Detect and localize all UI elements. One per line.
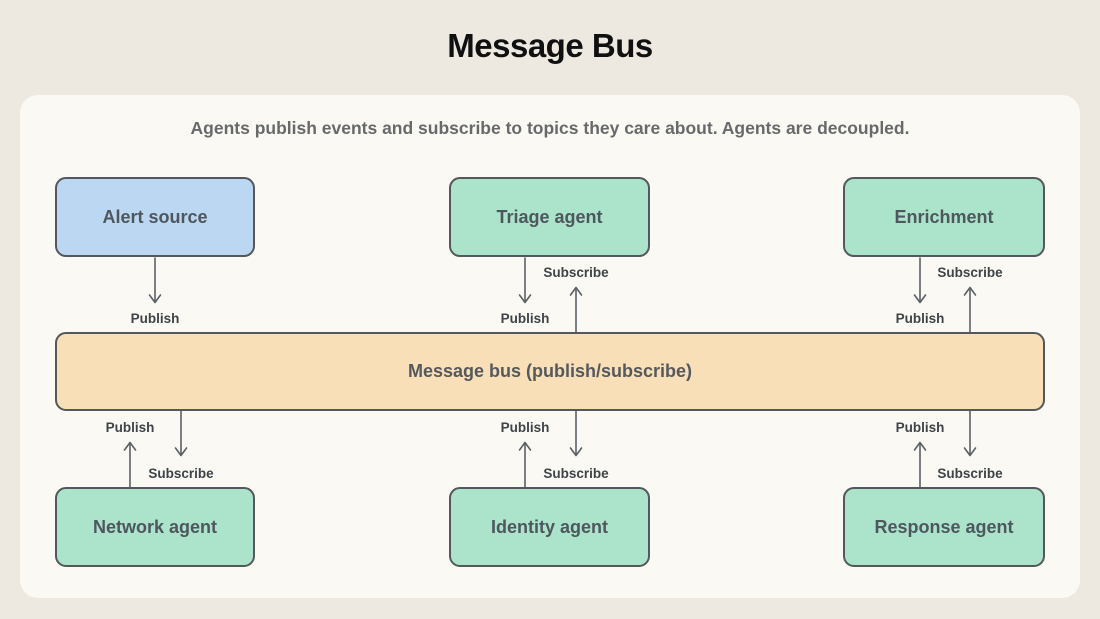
label-enrichment-publish: Publish xyxy=(895,311,945,326)
label-network-subscribe: Subscribe xyxy=(148,466,214,481)
label-triage-subscribe: Subscribe xyxy=(543,265,609,280)
label-network-publish: Publish xyxy=(105,420,155,435)
diagram-subtitle: Agents publish events and subscribe to t… xyxy=(190,118,910,138)
label-alert-publish: Publish xyxy=(130,311,180,326)
node-triage-agent: Triage agent xyxy=(449,177,650,257)
label-identity-subscribe: Subscribe xyxy=(543,466,609,481)
label-identity-publish: Publish xyxy=(500,420,550,435)
node-network-agent-label: Network agent xyxy=(92,516,218,537)
node-alert-source-label: Alert source xyxy=(102,206,208,227)
node-response-agent: Response agent xyxy=(843,487,1045,567)
page-title: Message Bus xyxy=(447,27,653,64)
node-alert-source: Alert source xyxy=(55,177,255,257)
node-triage-agent-label: Triage agent xyxy=(496,206,603,227)
node-message-bus: Message bus (publish/subscribe) xyxy=(55,332,1045,411)
label-enrichment-subscribe: Subscribe xyxy=(937,265,1003,280)
node-message-bus-label: Message bus (publish/subscribe) xyxy=(407,361,693,381)
node-network-agent: Network agent xyxy=(55,487,255,567)
node-enrichment: Enrichment xyxy=(843,177,1045,257)
node-identity-agent-label: Identity agent xyxy=(490,516,608,537)
node-enrichment-label: Enrichment xyxy=(894,206,994,227)
label-response-subscribe: Subscribe xyxy=(937,466,1003,481)
node-identity-agent: Identity agent xyxy=(449,487,650,567)
node-response-agent-label: Response agent xyxy=(874,516,1014,537)
label-response-publish: Publish xyxy=(895,420,945,435)
label-triage-publish: Publish xyxy=(500,311,550,326)
